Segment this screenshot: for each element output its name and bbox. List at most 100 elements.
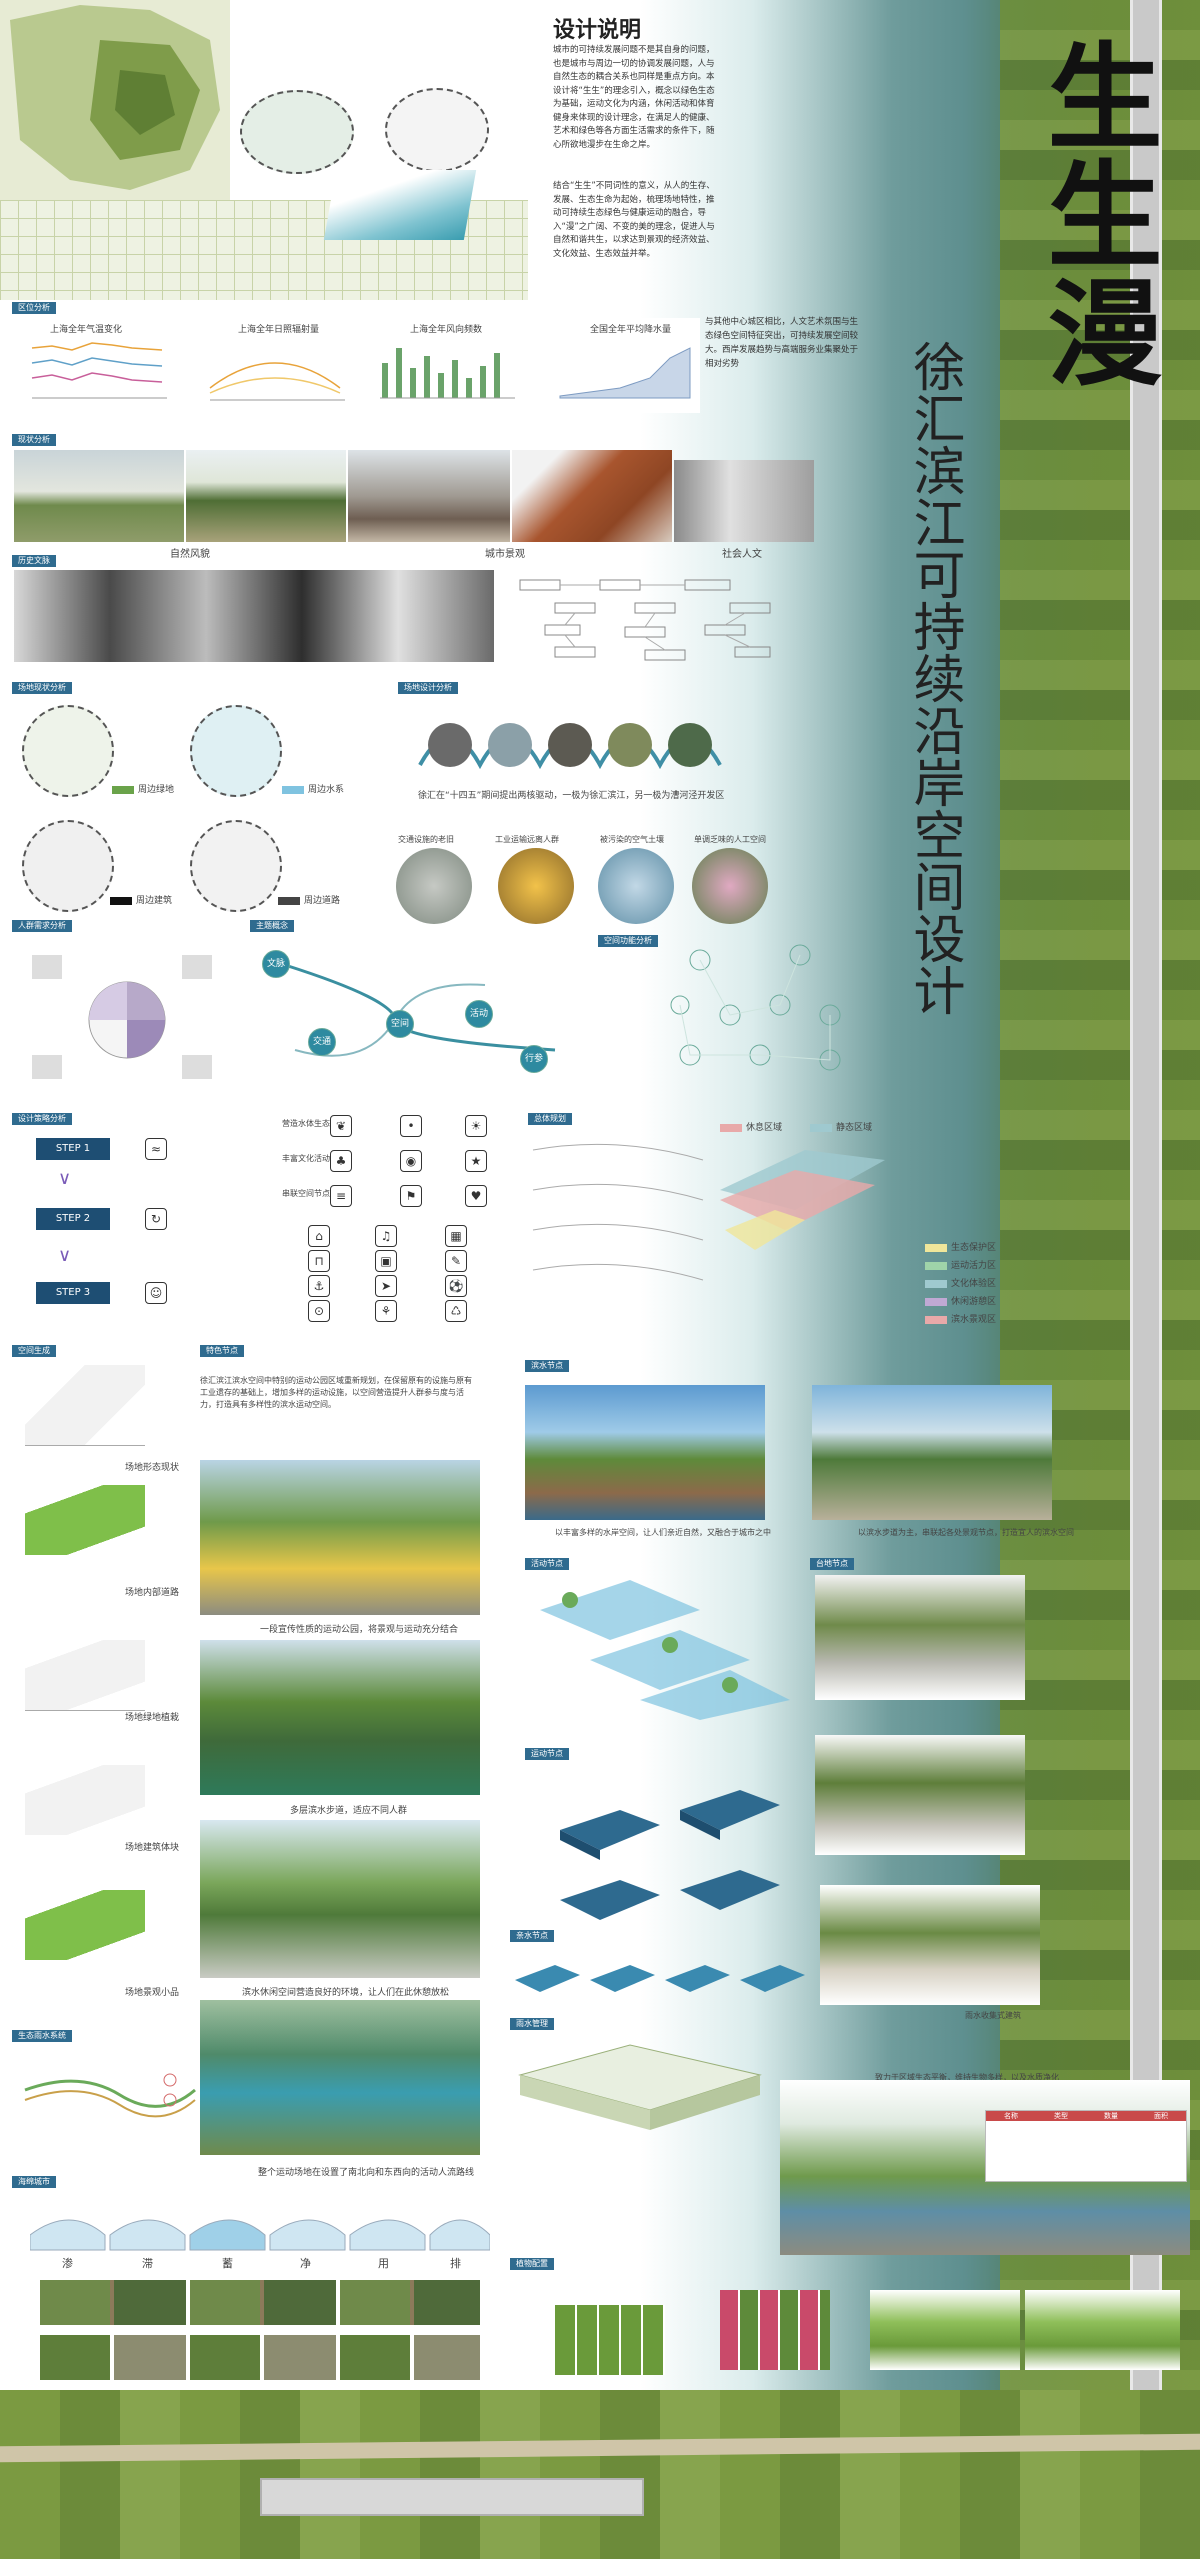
bike-icon: ⊙ [308,1300,330,1322]
chart-temp-title: 上海全年气温变化 [50,325,123,335]
concept-node-join: 行参 [520,1045,548,1073]
tree-icon: ♣ [330,1150,352,1172]
cycle-step-2: 滞 [142,2257,153,2270]
run-icon: ➤ [375,1275,397,1297]
section-tag-design-analysis: 场地设计分析 [398,682,458,694]
table-header-4: 面积 [1154,2112,1168,2120]
section-tag-feature: 特色节点 [200,1345,244,1357]
zone-legend-3: 文化体验区 [925,1276,996,1289]
chart-wind: 上海全年风向频数 [370,318,520,413]
photo-urban-2 [512,450,672,542]
strategy-label-2: 丰富文化活动 [282,1154,330,1163]
region-map [0,0,230,200]
space-caption-1: 场地形态现状 [125,1463,180,1473]
render-caption-3: 滨水休闲空间营造良好的环境，让人们在此休憩放松 [242,1988,450,1998]
drop-icon: • [400,1115,422,1137]
bottom-building [260,2478,644,2516]
section-tag-sponge: 生态雨水系统 [12,2030,72,2042]
region-map-shape [0,0,230,200]
water-play-row [515,1965,805,1992]
problem-label-3: 被污染的空气土壤 [600,835,664,844]
chart-wind-title: 上海全年风向频数 [410,325,483,335]
waterfront-render-1 [525,1385,765,1520]
eco-photo-strip-2 [40,2335,480,2380]
flag-icon: ⚑ [400,1185,422,1207]
plant-grid-1 [555,2305,665,2375]
cycle-step-1: 渗 [62,2257,73,2270]
section-tag-plan: 总体规划 [528,1113,572,1125]
problem-label-4: 单调乏味的人工空间 [694,835,766,844]
waterfront-caption-2: 以滨水步道为主，串联起各处景观节点，打造宜人的滨水空间 [858,1528,1074,1537]
history-collage [14,570,494,662]
chart-wind-plot [380,348,515,399]
plan-layers [532,1143,704,1281]
chevron-down-icon: ∨ [58,1168,72,1189]
legend-green: 周边绿地 [112,782,174,795]
section-tag-site: 场地现状分析 [12,682,72,694]
site-water-circle [190,705,282,797]
landscape-caption: 雨水收集式建筑 [965,2011,1021,2020]
legend-road: 周边道路 [278,893,340,906]
section-tag-sports: 运动节点 [525,1748,569,1760]
location-map-1 [240,90,354,174]
terrace-render-3 [820,1885,1040,2005]
design-heading: 设计说明 [553,18,642,43]
location-map-2 [385,88,489,172]
photo-social-1 [674,460,814,542]
heart-icon: ♥ [465,1185,487,1207]
eco-caption: 致力于区域生态平衡，维持生物多样，以及水质净化 [875,2073,1059,2082]
problem-space [692,848,768,924]
section-tag-waterfront: 滨水节点 [525,1360,569,1372]
zone-legend-4: 休闲游憩区 [925,1294,996,1307]
feature-para: 徐汇滨江滨水空间中特别的运动公园区域重新规划，在保留原有的设施与原有工业遗存的基… [200,1376,472,1409]
photo-natural-1 [14,450,184,542]
path-icon: ≡ [330,1185,352,1207]
table-header-3: 数量 [1104,2112,1118,2120]
problem-label-2: 工业运输远离人群 [495,835,559,844]
space-caption-5: 场地景观小品 [125,1988,180,1998]
section-tag-eco-system: 海绵城市 [12,2176,56,2188]
eco-photo-strip-1 [40,2280,480,2325]
problem-industry [498,848,574,924]
concept-node-culture: 文脉 [262,950,290,978]
legend-water: 周边水系 [282,782,344,795]
people-icon: ☺ [145,1282,167,1304]
sports-axon [560,1790,780,1920]
render-caption-4: 整个运动场地在设置了南北向和东西向的活动人流路线 [258,2168,475,2178]
cycle-step-3: 蓄 [222,2257,233,2270]
cycle-step-5: 用 [378,2257,389,2270]
recycle-icon: ↻ [145,1208,167,1230]
table-header-1: 名称 [1004,2112,1018,2120]
step-3: STEP 3 [36,1282,110,1304]
concept-node-space: 空间 [386,1010,414,1038]
chart-sun-plot [209,362,345,401]
legend-building: 周边建筑 [110,893,172,906]
section-tag-strategy: 设计策略分析 [12,1113,72,1125]
compare-text: 与其他中心城区相比，人文艺术氛围与生态绿色空间特征突出，可持续发展空间较大。西岸… [705,317,859,369]
problem-label-1: 交通设施的老旧 [398,835,454,844]
caption-urban: 城市景观 [485,549,525,560]
step-1: STEP 1 [36,1138,110,1160]
render-caption-1: 一段宣传性质的运动公园，将景观与运动充分结合 [260,1625,459,1635]
photo-urban-1 [348,450,510,542]
bottom-park [0,2390,1200,2559]
cycle-step-4: 净 [300,2257,311,2270]
space-caption-4: 场地建筑体块 [125,1843,180,1853]
chart-sun-title: 上海全年日照辐射量 [238,325,320,335]
activity-axon [540,1580,790,1720]
design-para-1: 城市的可持续发展问题不是其自身的问题，也是城市与周边一切的协调发展问题，人与自然… [553,45,715,150]
eye-icon: ◉ [400,1150,422,1172]
space-axon-1 [25,1365,145,1446]
bench-icon: ⊓ [308,1250,330,1272]
render-2 [200,1640,480,1795]
site-road-circle [190,820,282,912]
main-title-char-1: 生 [1047,32,1163,166]
main-title-char-3: 漫 [1047,268,1163,402]
water-icon: ≈ [145,1138,167,1160]
main-title-char-2: 生 [1047,150,1163,284]
art-icon: ✎ [445,1250,467,1272]
plant-section-1 [870,2290,1020,2370]
chart-temp: 上海全年气温变化 [22,318,172,413]
main-title: 生 生 漫 [1025,40,1185,394]
strategy-label-1: 营造水体生态 [282,1119,330,1128]
